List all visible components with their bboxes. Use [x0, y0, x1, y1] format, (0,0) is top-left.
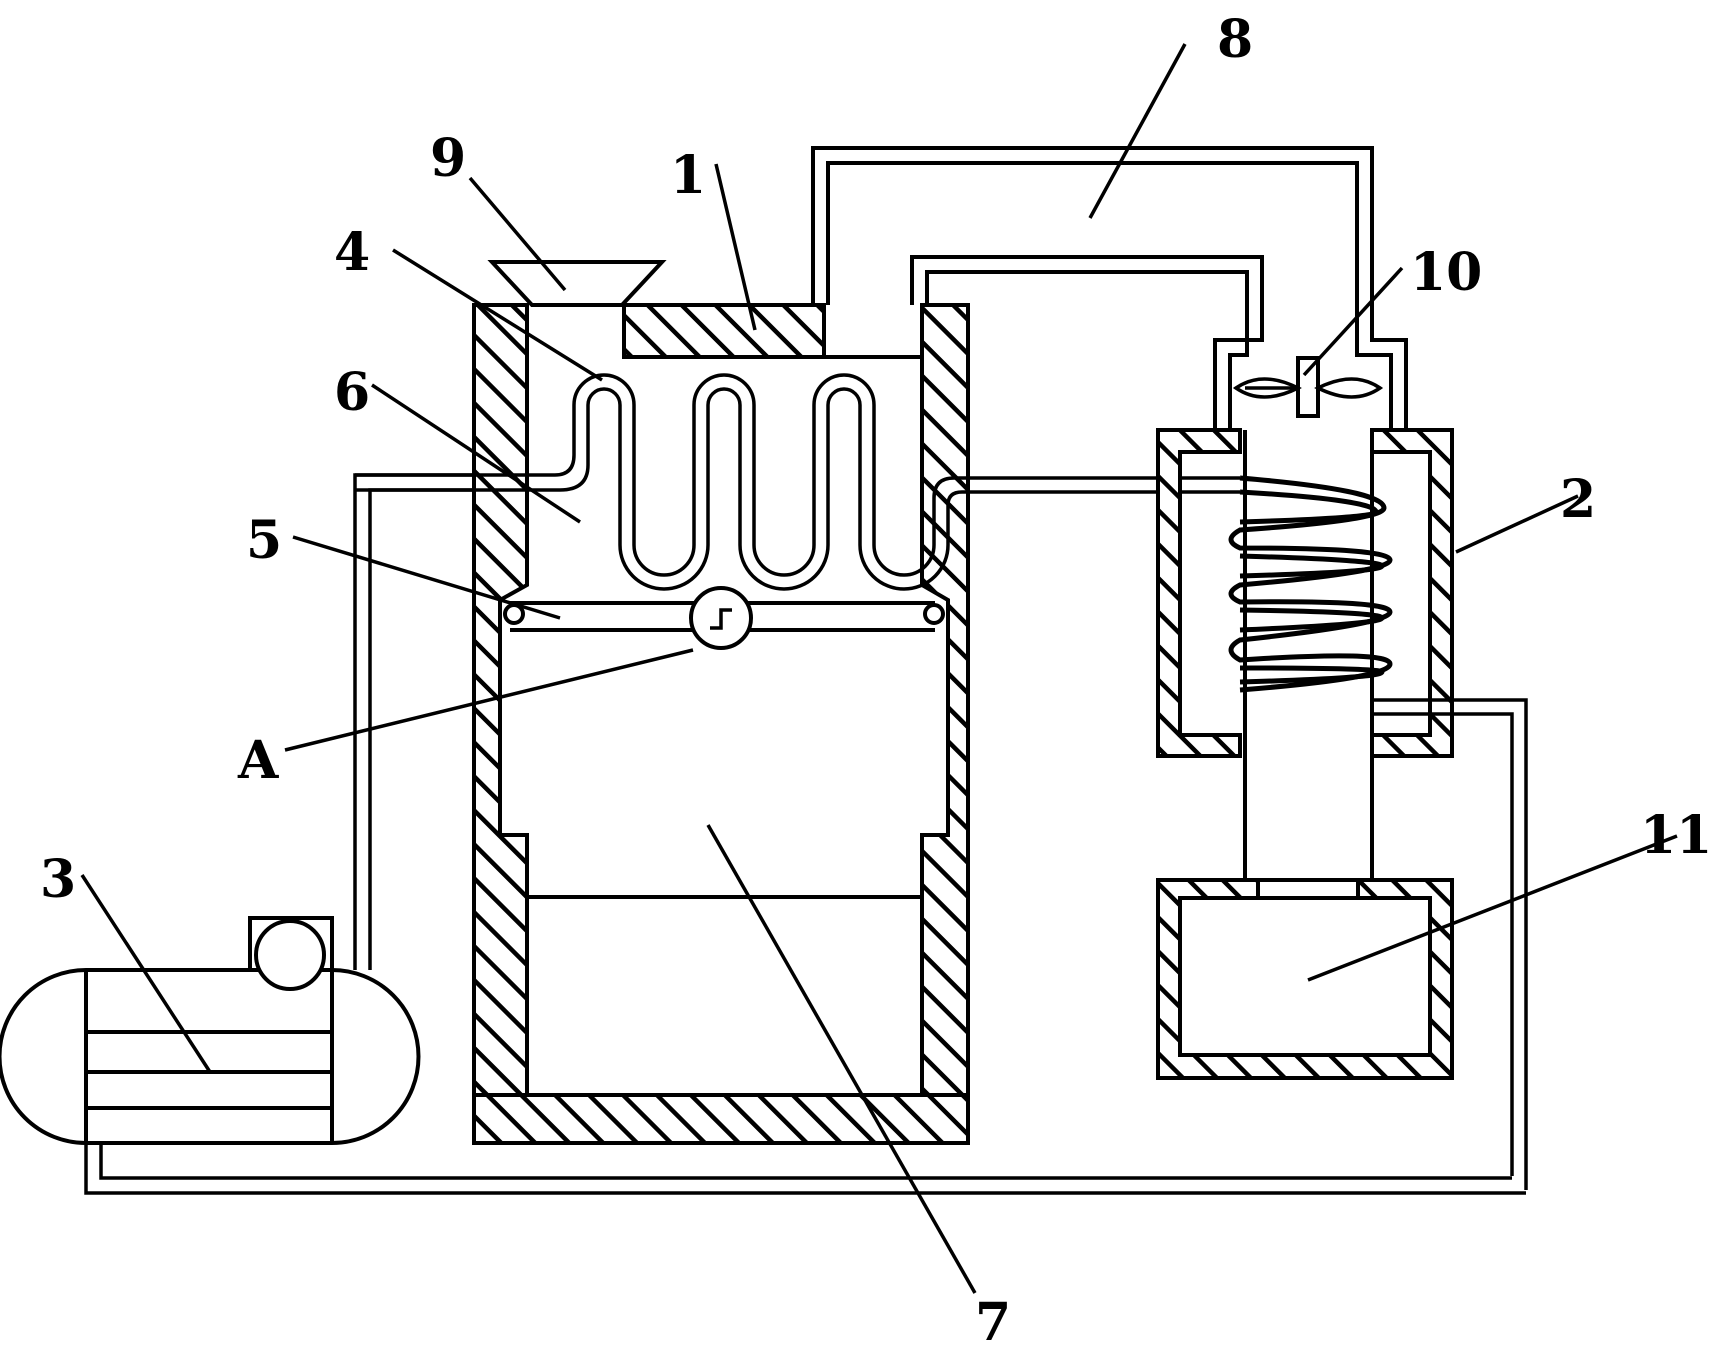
- callout-labels: 8 1 9 4 10 6 2 5 A 11 3 7: [40, 9, 1712, 1346]
- cooling-coil: [1228, 475, 1393, 693]
- feed-hopper: [487, 260, 667, 307]
- serpentine-coil: [355, 373, 1240, 591]
- label-4: 4: [334, 222, 370, 283]
- motor-circle: [254, 919, 326, 991]
- label-5: 5: [246, 510, 282, 571]
- label-A: A: [237, 730, 279, 791]
- collection-box: [1156, 878, 1454, 1080]
- label-9: 9: [430, 128, 466, 189]
- top-cover: [622, 303, 826, 359]
- duct-8: [811, 146, 1408, 430]
- vessel-right-wall: [920, 303, 970, 1097]
- leader-lines: [80, 43, 1678, 1294]
- main-vessel: [472, 303, 970, 1145]
- condenser-shell: [1156, 428, 1528, 1190]
- partition-plate: [503, 586, 945, 650]
- fan-hub: [1296, 356, 1320, 418]
- label-3: 3: [40, 849, 76, 910]
- vessel-bottom-wall: [472, 1093, 970, 1145]
- label-1: 1: [670, 145, 706, 206]
- label-7: 7: [975, 1292, 1011, 1346]
- label-6: 6: [334, 362, 370, 423]
- label-10: 10: [1410, 242, 1482, 303]
- fan: [1232, 356, 1384, 418]
- hinge-right: [923, 603, 945, 625]
- label-2: 2: [1560, 469, 1596, 530]
- label-11: 11: [1640, 805, 1712, 866]
- refrigerant-pipes: [84, 473, 1526, 1195]
- label-8: 8: [1217, 9, 1253, 70]
